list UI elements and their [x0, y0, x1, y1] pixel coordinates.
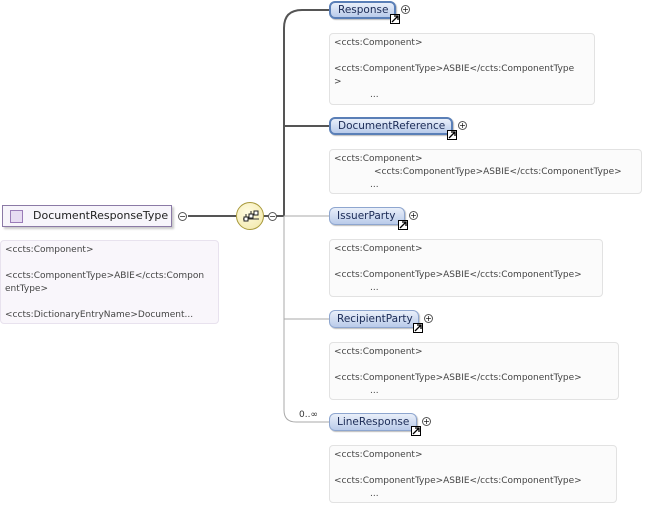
sequence-glyph-icon — [243, 210, 259, 222]
document-reference-annotation: <ccts:Component> <ccts:ComponentType>ASB… — [329, 149, 642, 194]
annotation-line: <ccts:Component> — [334, 450, 423, 460]
annotation-line: ... — [370, 489, 379, 499]
annotation-line: <ccts:ComponentType>ABIE</ccts:Compon — [5, 271, 205, 281]
annotation-line: <ccts:ComponentType>ASBIE</ccts:Componen… — [374, 167, 622, 177]
expand-line-response-toggle[interactable]: + — [422, 417, 431, 426]
annotation-line: entType> — [5, 284, 48, 294]
annotation-line: > — [334, 77, 342, 87]
element-line-response[interactable]: LineResponse — [329, 413, 417, 431]
annotation-line: <ccts:Component> — [334, 38, 423, 48]
annotation-line: <ccts:Component> — [5, 245, 94, 255]
response-annotation: <ccts:Component> <ccts:ComponentType>ASB… — [329, 33, 595, 105]
element-response[interactable]: Response — [329, 1, 396, 19]
expand-document-reference-toggle[interactable]: + — [458, 121, 467, 130]
root-element-box[interactable]: DocumentResponseType — [2, 205, 172, 227]
reference-arrow-icon — [390, 14, 400, 24]
annotation-line: ... — [370, 90, 379, 100]
element-recipient-party[interactable]: RecipientParty — [329, 310, 419, 328]
annotation-line: <ccts:Component> — [334, 347, 423, 357]
reference-arrow-icon — [447, 130, 457, 140]
collapse-sequence-toggle[interactable]: − — [268, 212, 277, 221]
annotation-line: <ccts:ComponentType>ASBIE</ccts:Componen… — [334, 270, 582, 280]
root-element-name: DocumentResponseType — [33, 209, 169, 222]
collapse-root-toggle[interactable]: − — [178, 212, 187, 221]
element-document-reference[interactable]: DocumentReference — [329, 117, 453, 135]
issuer-party-annotation: <ccts:Component> <ccts:ComponentType>ASB… — [329, 239, 603, 297]
annotation-line: <ccts:Component> — [334, 244, 423, 254]
cardinality-label: 0..∞ — [299, 410, 318, 420]
annotation-line: <ccts:ComponentType>ASBIE</ccts:Componen… — [334, 373, 582, 383]
line-response-annotation: <ccts:Component> <ccts:ComponentType>ASB… — [329, 445, 617, 503]
reference-arrow-icon — [413, 323, 423, 333]
annotation-line: <ccts:Component> — [334, 154, 423, 164]
reference-arrow-icon — [411, 426, 421, 436]
reference-arrow-icon — [398, 220, 408, 230]
sequence-compositor-icon[interactable] — [236, 202, 264, 230]
expand-recipient-party-toggle[interactable]: + — [424, 314, 433, 323]
expand-issuer-party-toggle[interactable]: + — [409, 211, 418, 220]
element-issuer-party[interactable]: IssuerParty — [329, 207, 405, 225]
annotation-line: ... — [370, 283, 379, 293]
annotation-line: <ccts:ComponentType>ASBIE</ccts:Componen… — [334, 476, 582, 486]
annotation-line: ... — [370, 386, 379, 396]
expand-response-toggle[interactable]: + — [401, 5, 410, 14]
annotation-line: <ccts:ComponentType>ASBIE</ccts:Componen… — [334, 64, 575, 74]
recipient-party-annotation: <ccts:Component> <ccts:ComponentType>ASB… — [329, 342, 619, 400]
root-annotation: <ccts:Component> <ccts:ComponentType>ABI… — [0, 240, 219, 324]
annotation-line: <ccts:DictionaryEntryName>Document... — [5, 310, 194, 320]
annotation-line: ... — [370, 180, 379, 190]
complex-type-icon — [10, 210, 23, 223]
